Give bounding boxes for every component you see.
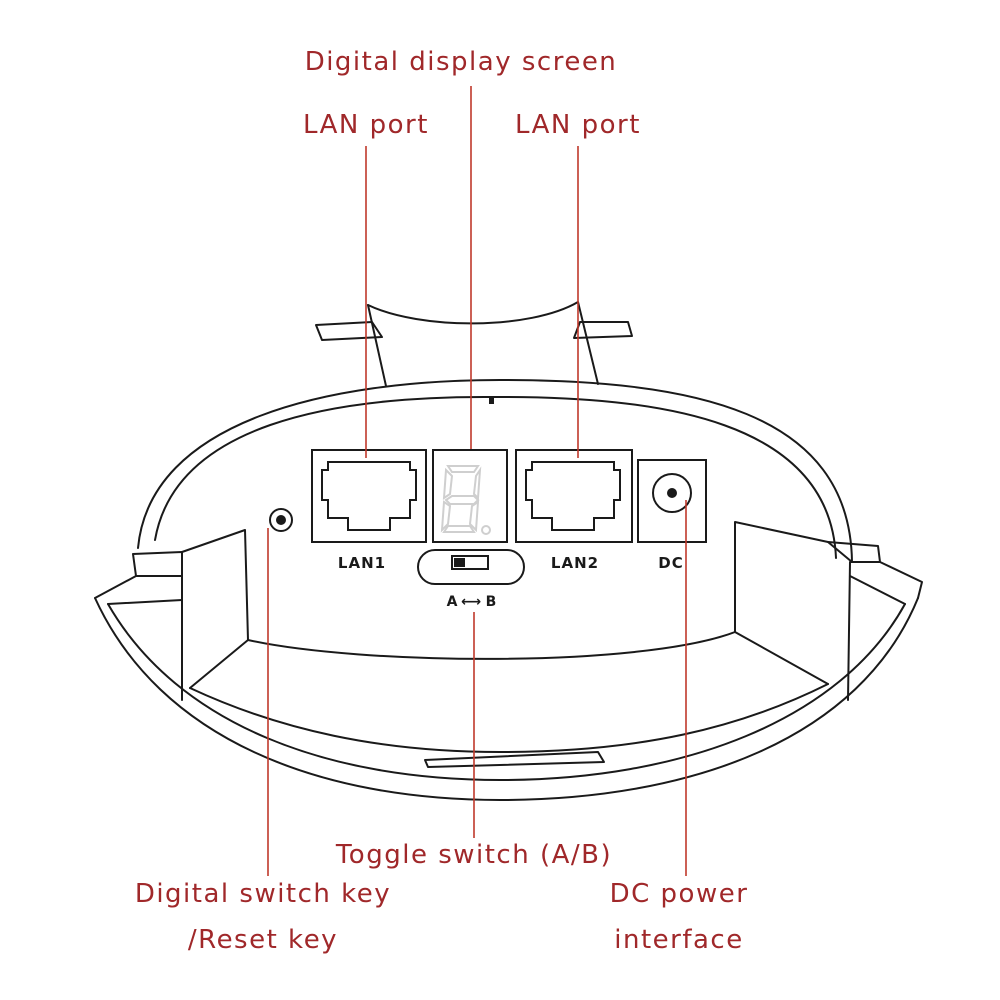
callout-switch-key-line2: /Reset key xyxy=(188,925,338,955)
vent-slot xyxy=(424,751,605,768)
stand-arm-left xyxy=(94,551,183,701)
lan2-label: LAN2 xyxy=(551,554,599,572)
toggle-label-a: A xyxy=(447,594,458,610)
front-panel-curve xyxy=(247,631,736,660)
outer-shell xyxy=(137,379,853,563)
callout-dc-line1: DC power xyxy=(610,879,749,909)
stand-inner xyxy=(107,603,906,781)
stand-arm-right-top xyxy=(734,521,853,685)
callout-switch-key-line1: Digital switch key xyxy=(135,879,391,909)
inner-shell xyxy=(154,395,837,559)
lan2-port[interactable] xyxy=(515,449,633,543)
callout-toggle-switch: Toggle switch (A/B) xyxy=(335,840,612,870)
stand-arm-left-edge xyxy=(107,599,183,605)
callout-lan-left: LAN port xyxy=(303,110,429,140)
dc-label: DC xyxy=(658,554,683,572)
toggle-switch[interactable] xyxy=(417,549,525,585)
bracket-tab-right xyxy=(573,321,633,339)
dc-port[interactable] xyxy=(637,459,707,543)
stand-arm-right-ledge xyxy=(827,541,881,563)
callout-lan-right: LAN port xyxy=(515,110,641,140)
stand-arm-right-edge xyxy=(849,575,906,605)
top-bracket-left-edge xyxy=(367,304,387,387)
leader-lines xyxy=(267,86,687,876)
callout-display-screen: Digital display screen xyxy=(305,47,618,77)
stand-inner-2 xyxy=(189,683,829,753)
stand-arm-left-top xyxy=(181,529,249,689)
top-marker xyxy=(489,396,494,404)
callout-dc-line2: interface xyxy=(614,925,743,955)
bracket-tab-left xyxy=(315,321,383,341)
lan1-label: LAN1 xyxy=(338,554,386,572)
display-segments xyxy=(440,465,491,535)
stand-outer xyxy=(94,597,919,801)
toggle-knob xyxy=(454,558,465,567)
stand-arm-right xyxy=(847,561,923,701)
digital-display xyxy=(432,449,508,543)
reset-button[interactable] xyxy=(269,508,293,532)
lan1-port[interactable] xyxy=(311,449,427,543)
toggle-label-b: B xyxy=(486,594,497,610)
top-bracket xyxy=(367,301,599,385)
toggle-arrow: ⟷ xyxy=(461,594,481,610)
